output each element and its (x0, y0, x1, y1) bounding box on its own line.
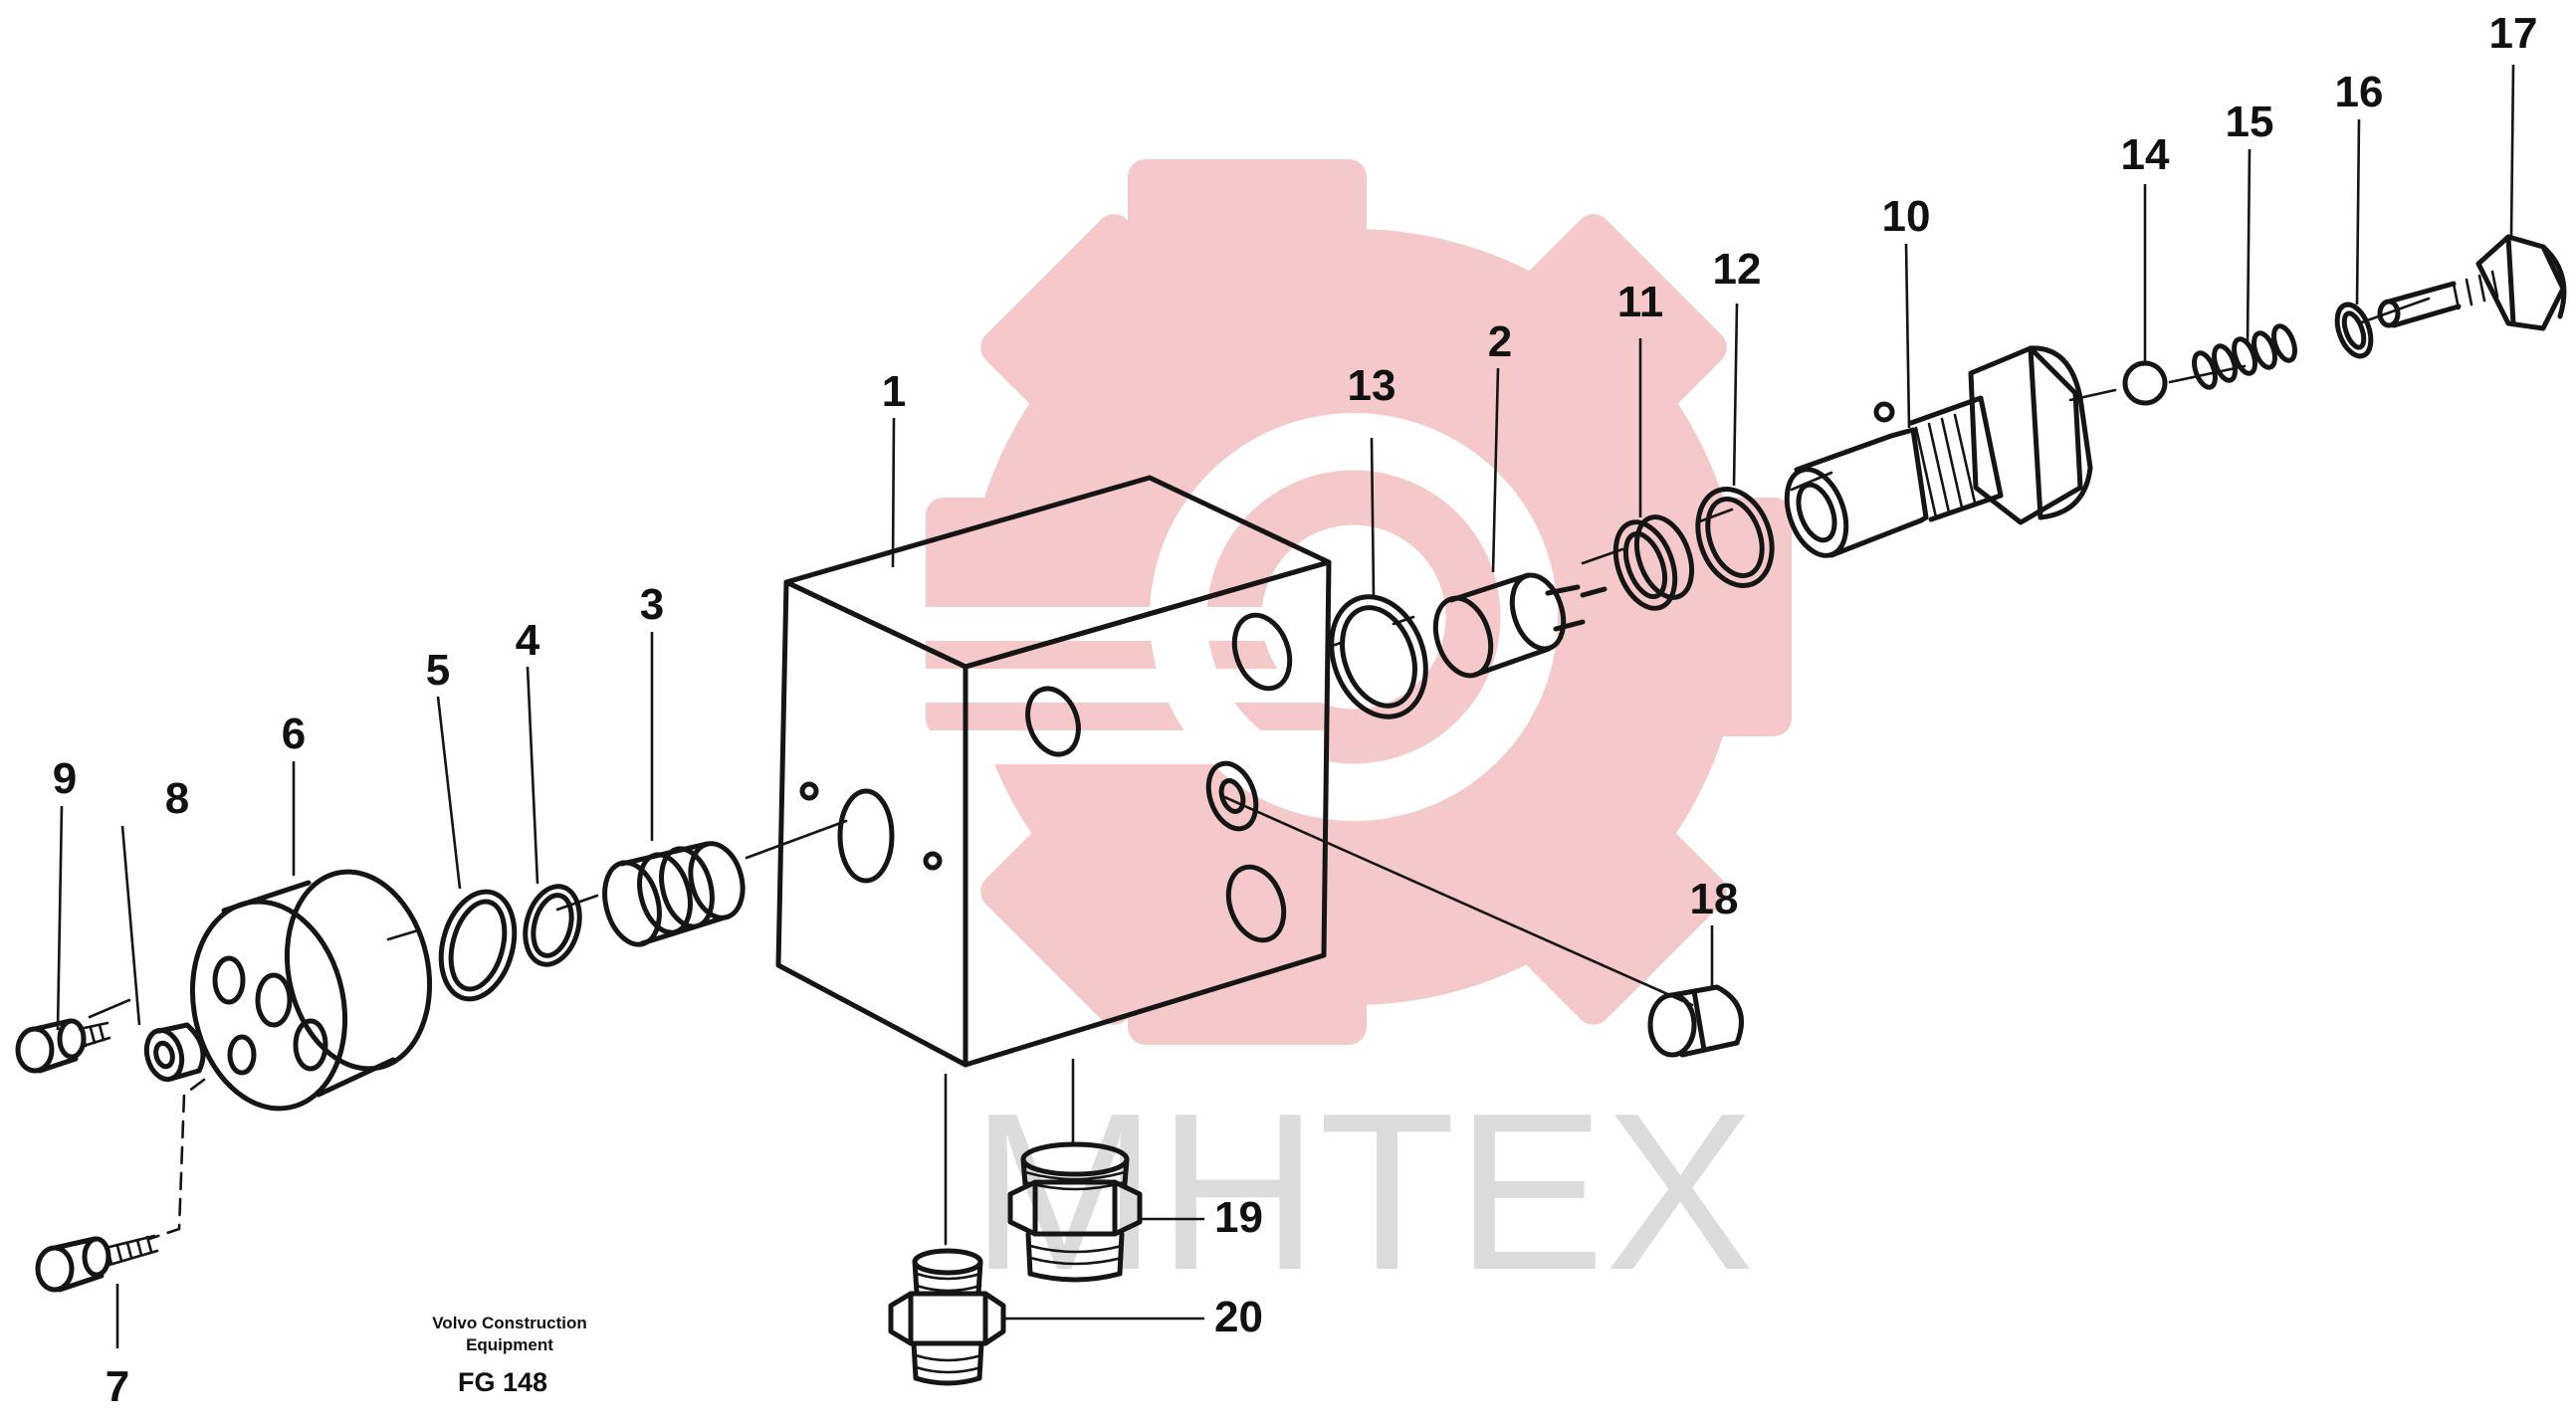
credit-line-2: Equipment (466, 1335, 553, 1354)
part-15-spring (2192, 323, 2297, 390)
callout-3: 3 (640, 580, 664, 629)
figure-code: FG 148 (458, 1367, 547, 1397)
callout-12: 12 (1713, 245, 1762, 294)
callout-9: 9 (53, 754, 77, 803)
part-17-adjusting-screw (2377, 234, 2567, 331)
part-20-nipple (888, 1248, 1006, 1386)
part-6-cover (189, 869, 433, 1112)
credit-line-1: Volvo Construction (432, 1314, 587, 1332)
callout-20: 20 (1214, 1293, 1263, 1341)
part-12-backup-ring (1695, 487, 1775, 588)
part-11-seal-ring (1612, 514, 1695, 611)
part-9-screw (15, 1018, 111, 1074)
part-7-screw (35, 1234, 159, 1293)
callout-4: 4 (516, 616, 540, 665)
part-8-bushing (143, 1022, 206, 1083)
callout-17: 17 (2489, 9, 2538, 58)
part-2-spool (1432, 572, 1608, 679)
part-1-valve-housing (775, 475, 1332, 1068)
callout-10: 10 (1882, 192, 1931, 241)
part-18-plug (1647, 984, 1744, 1058)
callout-1: 1 (882, 367, 906, 416)
callout-5: 5 (426, 646, 450, 695)
callout-8: 8 (165, 774, 189, 823)
callout-18: 18 (1690, 875, 1739, 923)
watermark-text: MHTEX (970, 1066, 1755, 1317)
callout-14: 14 (2121, 130, 2170, 179)
callout-19: 19 (1214, 1193, 1263, 1242)
part-5-backup-ring (438, 889, 518, 1002)
callout-2: 2 (1488, 317, 1512, 366)
part-19-nipple (1007, 1141, 1143, 1283)
callout-numbers: 1 2 3 4 5 6 7 8 9 10 11 12 13 14 15 16 1… (53, 9, 2538, 1411)
callout-13: 13 (1348, 361, 1396, 410)
part-3-piston (602, 841, 746, 947)
part-13-o-ring (1329, 594, 1428, 719)
leader-lines (56, 64, 2515, 1348)
callout-7: 7 (106, 1362, 129, 1411)
figure-credit: Volvo Construction Equipment FG 148 (432, 1314, 587, 1397)
part-4-o-ring (523, 884, 582, 967)
part-14-ball (2122, 360, 2168, 406)
part-10-pressure-valve-cartridge (1784, 345, 2093, 558)
callout-16: 16 (2335, 68, 2384, 116)
callout-11: 11 (1617, 278, 1664, 326)
callout-6: 6 (282, 710, 306, 758)
part-16-washer (2334, 302, 2374, 359)
callout-15: 15 (2226, 98, 2274, 146)
